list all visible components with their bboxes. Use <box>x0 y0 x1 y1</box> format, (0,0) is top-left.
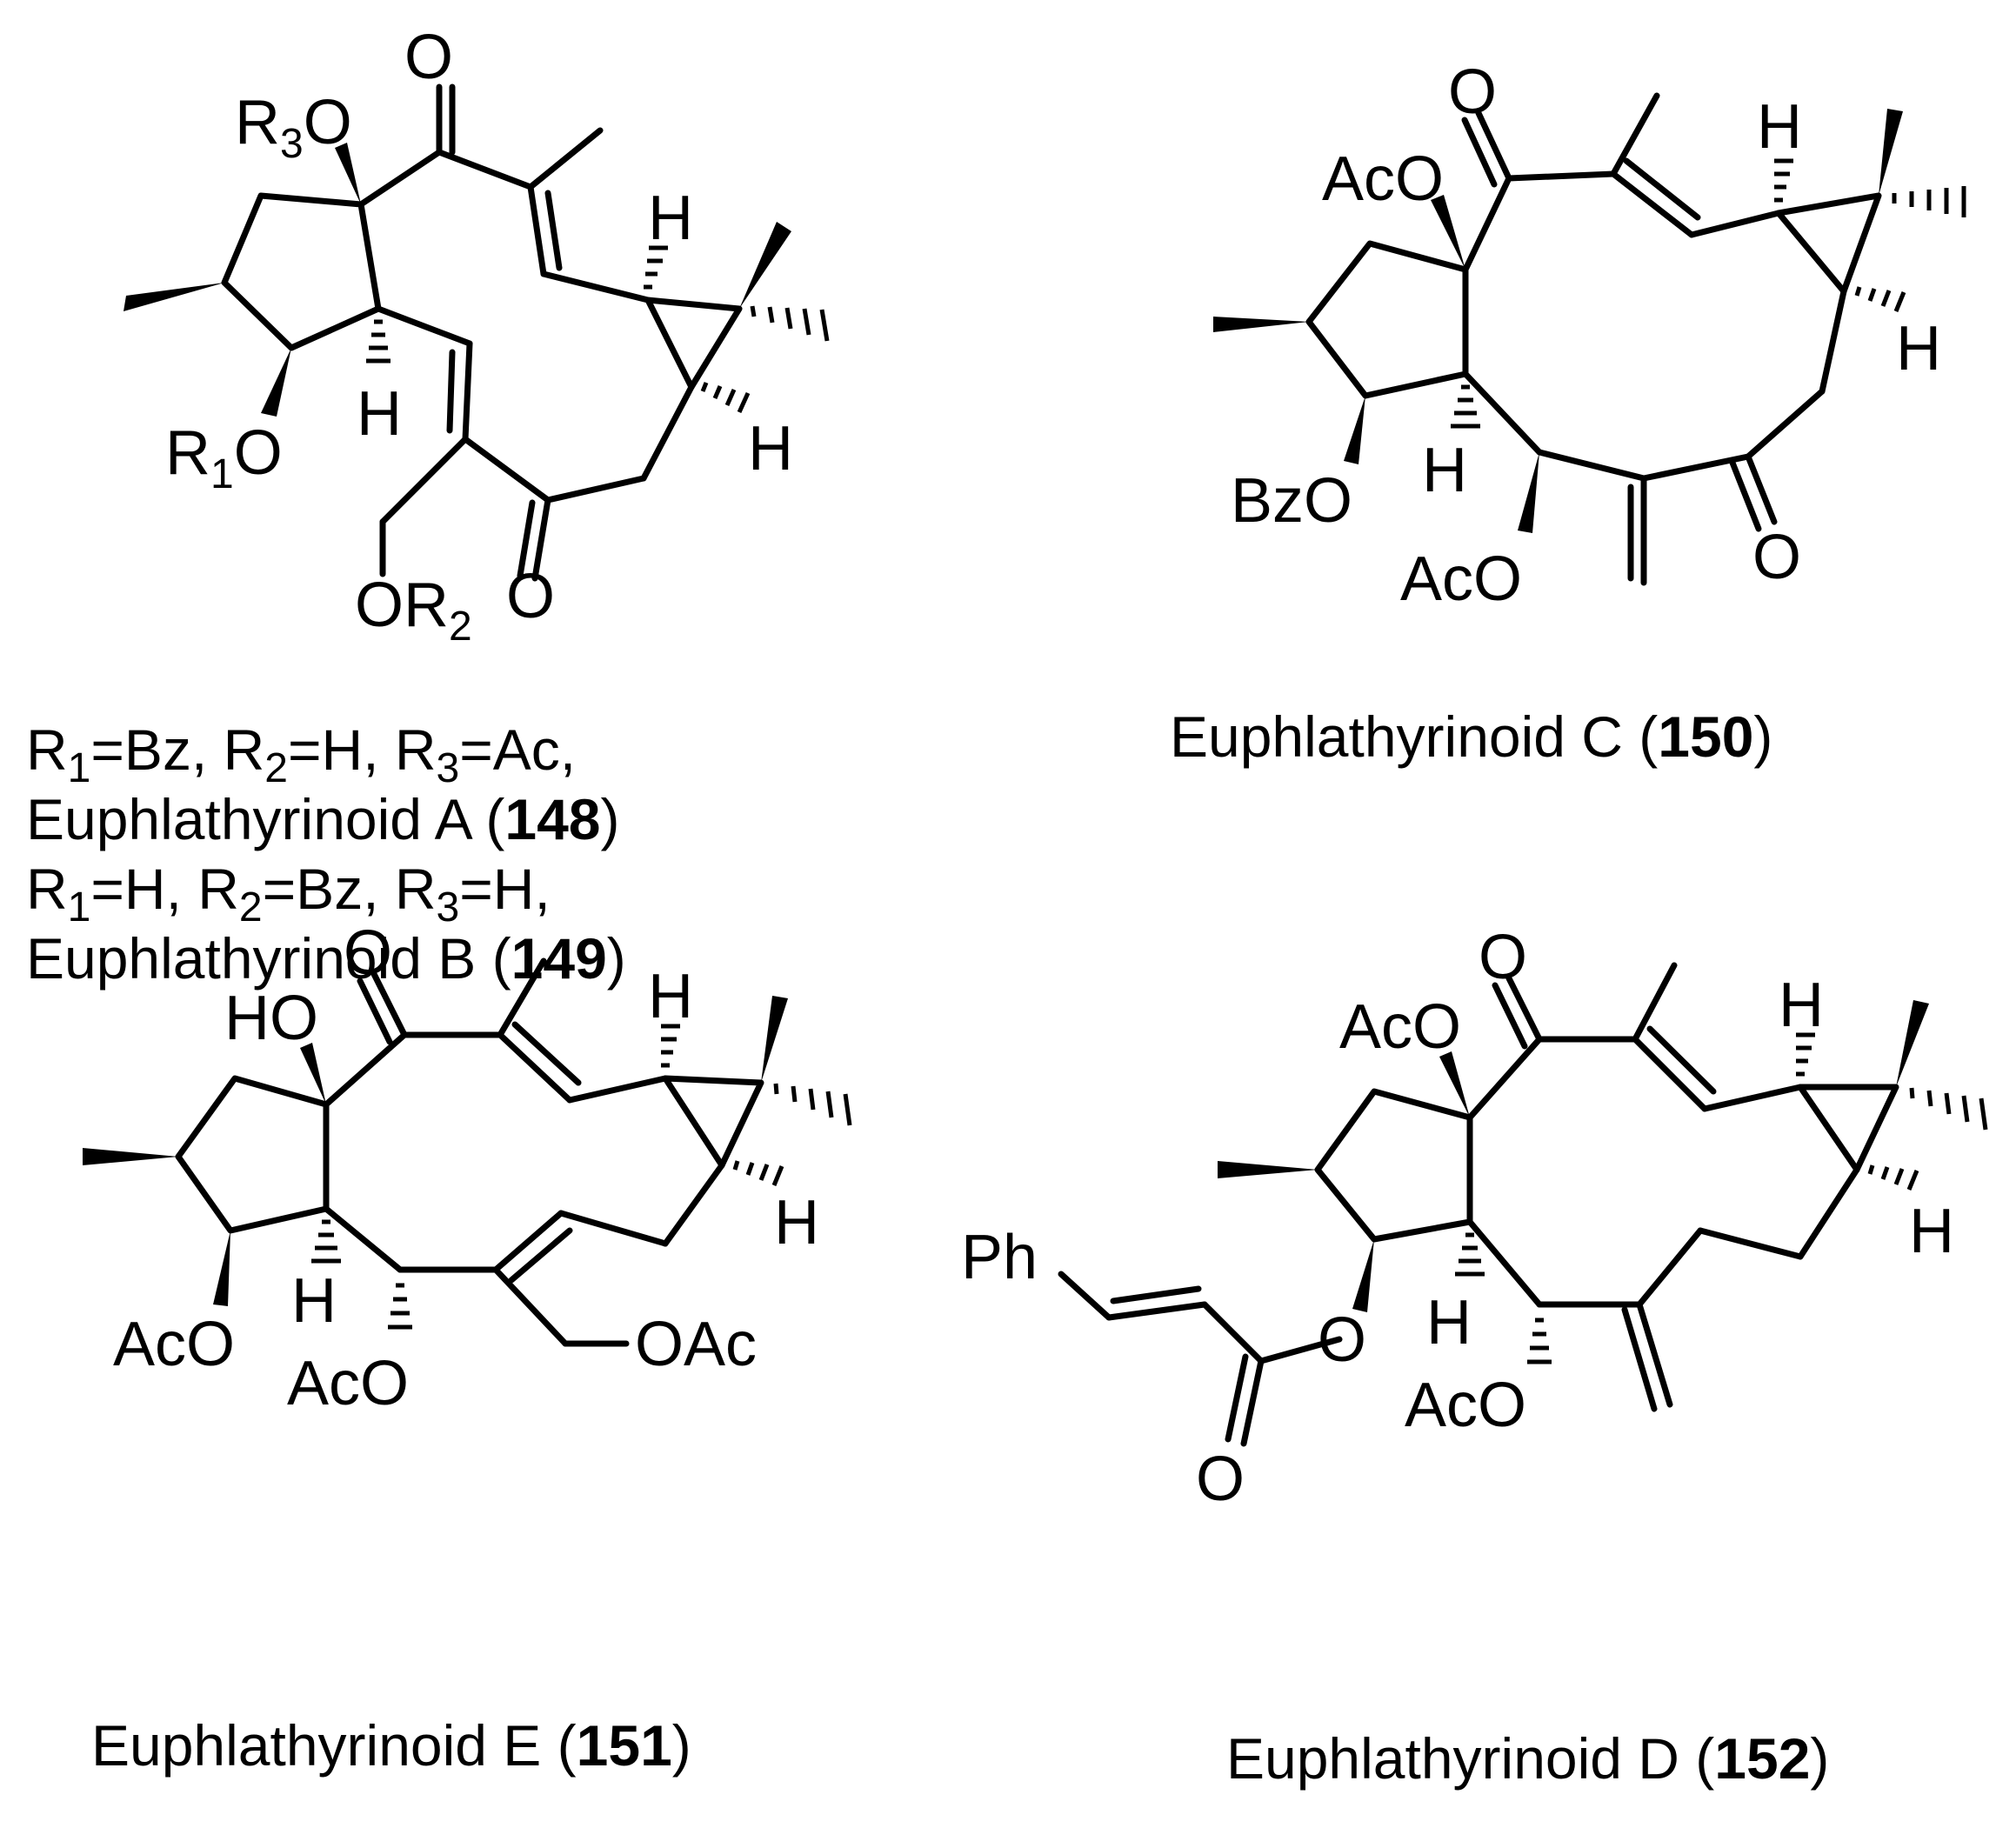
hash-h-bottom-151 <box>732 1160 784 1186</box>
atom-h-152-top: H <box>1779 971 1824 1040</box>
atom-or2-label: OR2 <box>355 570 472 650</box>
hash-h-148 <box>366 319 391 364</box>
hash-h-top-148 <box>644 245 668 290</box>
caption-150: Euphlathyrinoid C (150) <box>1170 704 1772 769</box>
hash-methyl-152 <box>1909 1087 1988 1131</box>
atom-h-151-ring: H <box>291 1266 337 1336</box>
caption-148-149: R1=Bz, R2=H, R3=Ac, Euphlathyrinoid A (1… <box>26 717 626 991</box>
hash-h-150 <box>1451 384 1480 429</box>
hash-methyl-151 <box>773 1083 852 1126</box>
hash-methyl-148 <box>750 305 830 342</box>
atom-aco-150-lower: AcO <box>1400 544 1522 614</box>
hash-h-bottom-152 <box>1867 1164 1919 1191</box>
structure-150: O AcO H H H BzO AcO O <box>1213 57 1966 614</box>
hash-methyl-150 <box>1892 186 1966 217</box>
atom-aco-151-lower: AcO <box>287 1349 409 1418</box>
atom-h-148-top: H <box>648 183 693 253</box>
atom-h-150-bottom: H <box>1896 314 1941 384</box>
structure-152: O AcO H H H AcO Ph O O <box>961 923 1988 1514</box>
hash-h-top-151 <box>661 1024 680 1068</box>
caption-line-1: R1=Bz, R2=H, R3=Ac, <box>26 717 576 791</box>
hash-h-top-152 <box>1796 1032 1815 1077</box>
atom-h-152-ring: H <box>1426 1288 1472 1358</box>
hash-oac-152 <box>1527 1318 1552 1364</box>
atom-h-150-ring: H <box>1422 436 1467 505</box>
hash-h-top-150 <box>1774 158 1793 203</box>
atom-aco-152-lower: AcO <box>1405 1371 1526 1440</box>
atom-o-ketone-151: O <box>344 918 392 988</box>
caption-151: Euphlathyrinoid E (151) <box>91 1713 691 1778</box>
atom-o-ketone-148: O <box>404 23 453 92</box>
atom-o-ketone-152: O <box>1479 923 1527 992</box>
caption-line-3: R1=H, R2=Bz, R3=H, <box>26 857 551 931</box>
hash-h-bottom-150 <box>1854 286 1906 312</box>
atom-bzo-150: BzO <box>1231 466 1352 536</box>
caption-152: Euphlathyrinoid D (152) <box>1226 1726 1829 1791</box>
atom-o-carbonyl-152: O <box>1196 1444 1245 1514</box>
atom-o-ketone-150-lower: O <box>1752 523 1801 592</box>
atom-h-150-top: H <box>1757 92 1802 162</box>
atom-h-151-top: H <box>648 962 693 1031</box>
atom-oac-151: OAc <box>635 1310 757 1379</box>
atom-r1o-label: R1O <box>165 418 283 497</box>
structure-151: O HO H H H AcO AcO OAc <box>83 918 852 1418</box>
atom-ho-151: HO <box>224 984 318 1053</box>
hash-h-bottom-148 <box>700 382 751 414</box>
atom-o-ester-152: O <box>1318 1305 1366 1375</box>
hash-h-152 <box>1455 1232 1485 1277</box>
caption-line-2: Euphlathyrinoid A (148) <box>26 787 619 851</box>
atom-h-148-bottom: H <box>748 414 793 484</box>
atom-aco-151-left: AcO <box>113 1310 235 1379</box>
atom-h-151-bottom: H <box>774 1188 819 1258</box>
atom-aco-150-top: AcO <box>1322 144 1444 214</box>
structure-148-149: O R3O H H H R1O O OR2 <box>123 23 830 650</box>
atom-o-ketone-148-lower: O <box>506 562 555 631</box>
atom-ph-152: Ph <box>961 1223 1038 1292</box>
atom-aco-152-top: AcO <box>1339 992 1461 1062</box>
atom-h-148-ring: H <box>357 379 402 449</box>
caption-line-4: Euphlathyrinoid B (149) <box>26 926 626 991</box>
atom-o-ketone-150: O <box>1448 57 1497 127</box>
hash-h-151 <box>311 1219 341 1264</box>
atom-h-152-bottom: H <box>1909 1197 1954 1266</box>
atom-r3o-label: R3O <box>235 88 352 167</box>
hash-oac-151 <box>388 1283 412 1330</box>
